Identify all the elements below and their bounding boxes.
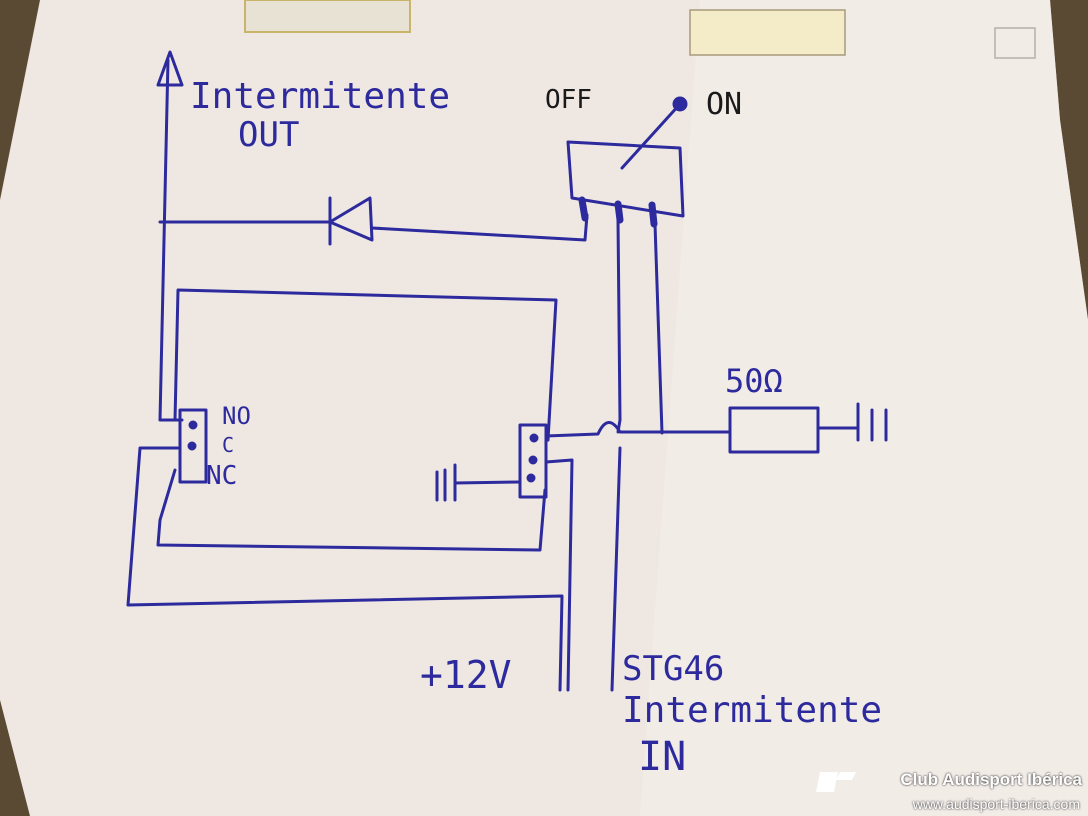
audisport-logo-icon bbox=[816, 772, 856, 792]
toggle-lever-icon bbox=[620, 102, 682, 170]
relay-terminal-left bbox=[178, 408, 208, 484]
switch-right-wire bbox=[653, 222, 664, 435]
label-pin-nc: NC bbox=[206, 461, 237, 491]
out-arrow-icon bbox=[156, 50, 184, 87]
label-off: OFF bbox=[545, 85, 592, 115]
crossover-wire bbox=[544, 421, 730, 438]
tape-left bbox=[244, 0, 411, 33]
tape-right bbox=[689, 9, 846, 56]
label-input-line3: IN bbox=[638, 734, 686, 780]
relay-nc-wire bbox=[126, 446, 564, 692]
label-on: ON bbox=[706, 87, 742, 122]
label-input-line2: Intermitente bbox=[622, 690, 882, 731]
label-supply: +12V bbox=[420, 653, 512, 697]
supply-wire bbox=[544, 458, 574, 692]
ground-left-icon bbox=[435, 463, 522, 502]
watermark-url: www.audisport-iberica.com bbox=[912, 796, 1080, 812]
label-resistor: 50Ω bbox=[725, 362, 783, 400]
label-pin-no: NO bbox=[222, 402, 251, 430]
label-input-line1: STG46 bbox=[622, 649, 724, 689]
diode-wire bbox=[158, 213, 589, 242]
diode-icon bbox=[328, 196, 374, 246]
label-out-line2: OUT bbox=[238, 115, 299, 155]
ground-right-icon bbox=[856, 402, 888, 442]
label-pin-c: C bbox=[222, 433, 234, 457]
relay-box bbox=[156, 288, 558, 552]
resistor-icon bbox=[728, 406, 820, 454]
label-out-line1: Intermitente bbox=[190, 76, 450, 117]
watermark-title: Club Audisport Ibérica bbox=[900, 770, 1082, 789]
